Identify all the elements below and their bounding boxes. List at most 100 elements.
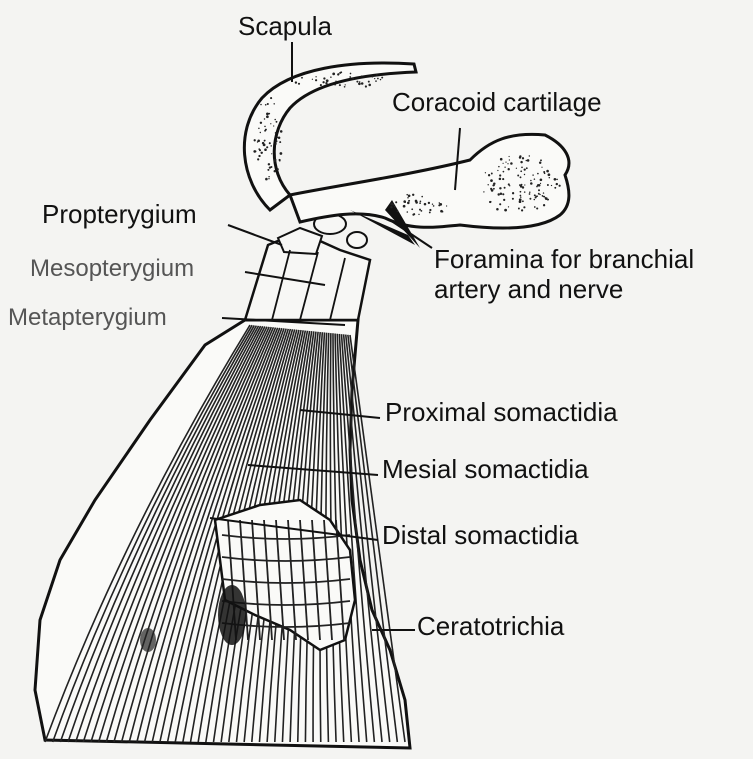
stipple-dot — [377, 78, 379, 80]
stipple-dot — [275, 143, 277, 145]
stipple-dot — [368, 81, 370, 83]
stipple-dot — [375, 80, 377, 82]
stipple-dot — [260, 152, 262, 154]
stipple-dot — [499, 174, 501, 176]
stipple-dot — [273, 125, 274, 126]
stipple-dot — [520, 191, 522, 193]
stipple-dot — [371, 76, 373, 78]
stipple-dot — [405, 202, 406, 203]
stipple-dot — [315, 79, 317, 81]
stipple-dot — [275, 159, 277, 161]
stipple-dot — [407, 197, 409, 199]
stipple-dot — [534, 206, 536, 208]
stipple-dot — [345, 84, 346, 85]
stipple-dot — [267, 103, 269, 105]
stipple-dot — [381, 77, 383, 79]
stipple-dot — [493, 183, 495, 185]
label-scapula: Scapula — [238, 12, 332, 42]
stipple-dot — [517, 175, 519, 177]
stipple-dot — [559, 185, 561, 187]
stipple-dot — [265, 104, 267, 106]
stipple-dot — [273, 103, 274, 104]
stipple-dot — [530, 180, 532, 182]
stipple-dot — [356, 81, 358, 83]
stipple-dot — [529, 155, 530, 156]
stipple-dot — [512, 198, 514, 200]
stipple-dot — [267, 169, 269, 171]
stipple-dot — [547, 199, 549, 201]
label-distal-somactidia: Distal somactidia — [382, 521, 579, 551]
stipple-dot — [534, 199, 536, 201]
stipple-dot — [269, 166, 271, 168]
stipple-dot — [504, 209, 507, 212]
stipple-dot — [524, 174, 525, 175]
stipple-dot — [406, 194, 408, 196]
stipple-dot — [512, 192, 514, 194]
stipple-dot — [502, 163, 503, 164]
stipple-dot — [266, 115, 269, 118]
stipple-dot — [554, 178, 557, 181]
label-foramina: Foramina for branchial artery and nerve — [434, 245, 694, 305]
stipple-dot — [254, 139, 256, 141]
stipple-dot — [264, 148, 267, 151]
stipple-dot — [268, 163, 270, 165]
stipple-dot — [404, 205, 405, 206]
stipple-dot — [368, 84, 371, 87]
stipple-dot — [505, 161, 506, 162]
stipple-dot — [432, 204, 433, 205]
stipple-dot — [420, 200, 422, 202]
stipple-dot — [257, 140, 260, 143]
stipple-dot — [546, 170, 549, 173]
stipple-dot — [270, 123, 271, 124]
stipple-dot — [270, 145, 272, 147]
stipple-dot — [487, 184, 488, 185]
stipple-dot — [260, 104, 262, 106]
stipple-dot — [532, 174, 533, 175]
stipple-dot — [485, 172, 486, 173]
stipple-dot — [508, 206, 509, 207]
stipple-dot — [529, 193, 531, 195]
stipple-dot — [493, 188, 495, 190]
stipple-dot — [543, 171, 545, 173]
label-coracoid-cartilage: Coracoid cartilage — [392, 88, 602, 118]
stipple-dot — [534, 178, 536, 180]
stipple-dot — [537, 173, 539, 175]
stipple-dot — [365, 85, 367, 87]
label-propterygium: Propterygium — [42, 200, 197, 230]
stipple-dot — [538, 189, 540, 191]
stipple-dot — [488, 174, 490, 176]
stipple-dot — [411, 208, 413, 210]
stipple-dot — [547, 184, 549, 186]
stipple-dot — [312, 79, 313, 80]
stipple-dot — [502, 193, 504, 195]
stipple-dot — [507, 163, 508, 164]
stipple-dot — [421, 210, 423, 212]
stipple-dot — [380, 79, 381, 80]
stipple-dot — [527, 159, 530, 162]
stipple-dot — [418, 214, 419, 215]
stipple-dot — [520, 161, 522, 163]
stipple-dot — [536, 207, 538, 209]
stipple-dot — [554, 187, 556, 189]
stipple-dot — [279, 141, 281, 143]
stipple-dot — [276, 121, 278, 123]
stipple-dot — [489, 201, 491, 203]
stipple-dot — [349, 76, 351, 78]
stipple-dot — [340, 71, 342, 73]
stipple-dot — [262, 142, 264, 144]
stipple-dot — [499, 178, 502, 181]
stipple-dot — [279, 160, 281, 162]
stipple-dot — [323, 77, 325, 79]
stipple-dot — [524, 168, 526, 170]
stipple-dot — [258, 155, 260, 157]
stipple-dot — [540, 159, 542, 161]
stipple-dot — [509, 156, 510, 157]
stipple-dot — [429, 211, 431, 213]
stipple-dot — [538, 184, 541, 187]
stipple-dot — [295, 81, 297, 83]
stipple-dot — [519, 184, 521, 186]
stipple-dot — [326, 79, 329, 82]
stipple-dot — [265, 178, 268, 181]
stipple-dot — [257, 158, 259, 160]
stipple-dot — [334, 84, 336, 86]
